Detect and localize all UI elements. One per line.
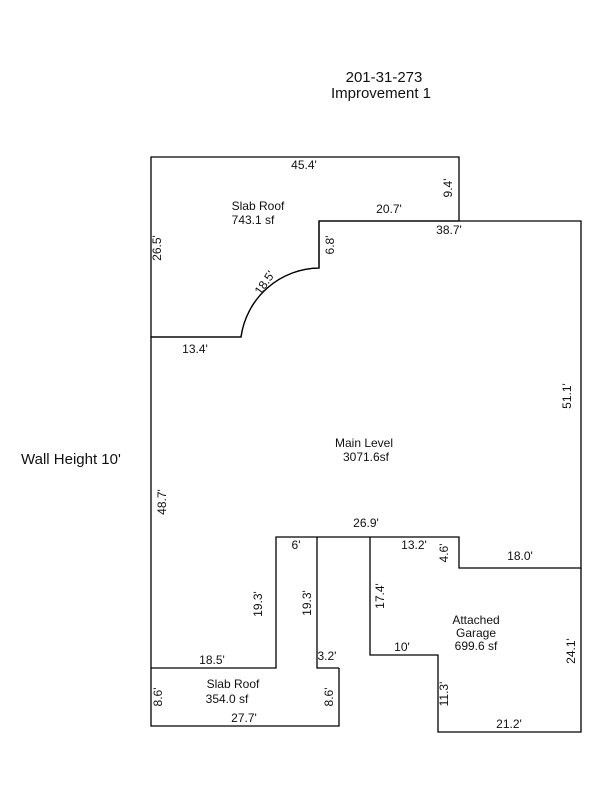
dim-11-3: 11.3' <box>437 682 451 707</box>
dim-9-4: 9.4' <box>441 179 455 198</box>
dim-8-6-left: 8.6' <box>151 688 165 707</box>
dim-18-5-slab: 18.5' <box>199 653 225 667</box>
dim-27-7: 27.7' <box>231 711 257 725</box>
dim-26-9: 26.9' <box>353 516 379 530</box>
main-level-outline <box>150 220 582 669</box>
upper-slab-roof-size: 743.1 sf <box>232 213 275 227</box>
attached-garage-size: 699.6 sf <box>455 639 498 653</box>
dim-24-1: 24.1' <box>564 638 578 664</box>
lower-slab-roof-size: 354.0 sf <box>206 692 249 706</box>
upper-slab-roof-outline <box>150 156 460 338</box>
dim-13-2: 13.2' <box>401 538 427 552</box>
improvement-label: Improvement 1 <box>331 85 431 102</box>
lower-slab-roof-name: Slab Roof <box>207 677 260 691</box>
dim-26-5: 26.5' <box>150 235 164 261</box>
attached-garage-outline <box>369 537 582 733</box>
dim-19-3-right: 19.3' <box>300 590 314 616</box>
dim-38-7: 38.7' <box>436 223 462 237</box>
main-level-name: Main Level <box>335 436 393 450</box>
dim-21-2: 21.2' <box>496 717 522 731</box>
attached-garage-name-1: Attached <box>452 613 499 627</box>
dim-6: 6' <box>292 538 301 552</box>
dim-6-8: 6.8' <box>323 236 337 255</box>
lower-slab-roof-outline <box>150 668 340 727</box>
parcel-id: 201-31-273 <box>346 69 423 86</box>
dim-8-6-right: 8.6' <box>322 688 336 707</box>
wall-height-label: Wall Height 10' <box>21 451 121 468</box>
upper-slab-roof-name: Slab Roof <box>232 199 285 213</box>
dim-51-1: 51.1' <box>560 383 574 409</box>
dim-18-0: 18.0' <box>507 549 533 563</box>
dim-17-4: 17.4' <box>373 583 387 609</box>
main-level-size: 3071.6sf <box>343 450 390 464</box>
dim-19-3-left: 19.3' <box>251 591 265 617</box>
dim-45-4: 45.4' <box>291 158 317 172</box>
notch-outline <box>316 537 339 669</box>
dim-13-4: 13.4' <box>182 342 208 356</box>
dim-3-2: 3.2' <box>318 649 337 663</box>
dim-4-6: 4.6' <box>437 544 451 563</box>
dim-10: 10' <box>394 640 410 654</box>
dim-20-7: 20.7' <box>376 202 402 216</box>
dim-48-7: 48.7' <box>155 489 169 515</box>
attached-garage-name-2: Garage <box>456 626 496 640</box>
